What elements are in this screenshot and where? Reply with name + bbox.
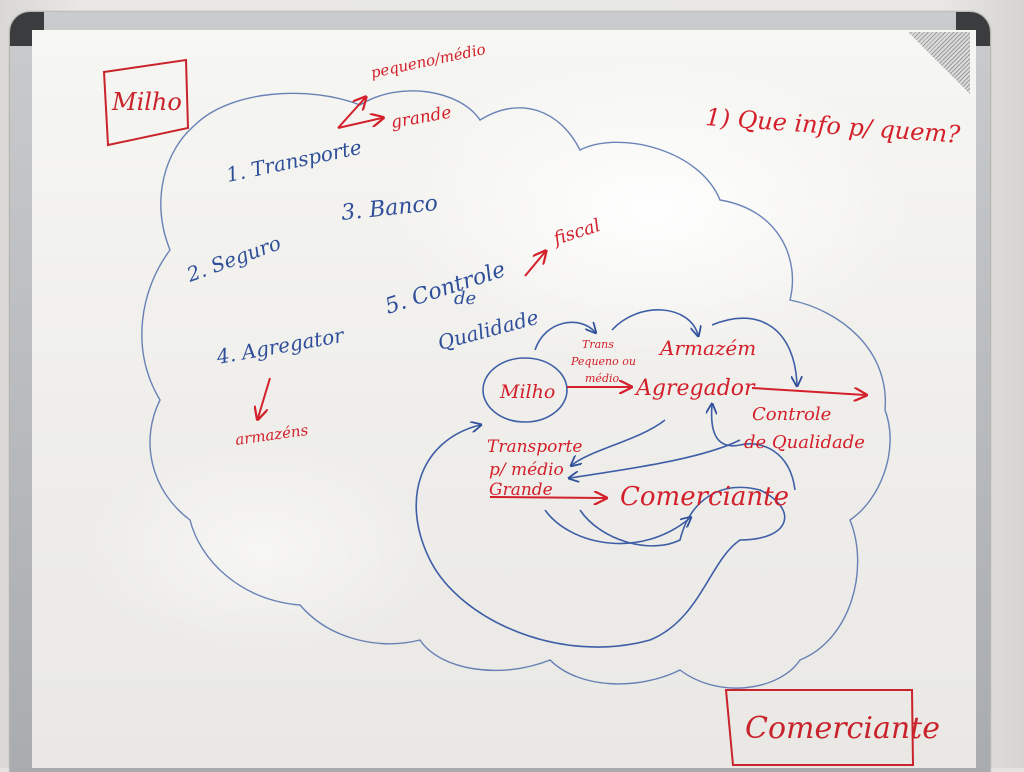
blue-circle-milho <box>482 357 568 423</box>
whiteboard-surface <box>32 30 976 768</box>
blue-arrow-controle-transporte <box>570 439 741 478</box>
red-arrow-agregador-controle <box>751 387 865 395</box>
list-item-controle-2: de <box>454 288 476 309</box>
flow-transporte-label-2: p/ médio <box>489 460 564 480</box>
red-arrow-transporte-right <box>337 118 382 129</box>
red-arrow-transporte-up <box>337 98 365 129</box>
flow-trans-small-1: Trans <box>582 338 614 351</box>
question-text: 1) Que info p/ quem? <box>705 103 962 149</box>
flow-armazem-label: Armazém <box>658 336 756 360</box>
list-item-seguro: 2. Seguro <box>183 231 284 288</box>
blue-arrow-agregador-transporte <box>572 419 666 465</box>
flow-transporte-label-3: Grande <box>489 480 553 500</box>
red-arrow-fiscal <box>524 252 545 277</box>
flow-milho-label: Milho <box>499 381 555 403</box>
list-item-controle-1: 5. Controle <box>382 257 509 319</box>
blue-arrow-comerciante-agregador <box>712 405 796 491</box>
flow-transporte-label-1: Transporte <box>487 437 582 457</box>
blue-arrow-armazem-controle <box>711 317 797 385</box>
red-arrow-armazens <box>258 377 271 418</box>
milho-box <box>102 58 190 147</box>
blue-flow-loop <box>415 425 786 648</box>
flow-agregador-label: Agregador <box>634 376 756 401</box>
flow-trans-small-3: médio <box>585 372 620 385</box>
blue-arrow-milho-trans <box>534 321 595 351</box>
milho-box-label: Milho <box>111 88 182 116</box>
flow-controle-label-2: de Qualidade <box>744 432 865 453</box>
list-item-agregator: 4. Agregator <box>214 323 347 369</box>
list-item-controle-3: Qualidade <box>435 305 541 355</box>
transporte-large-note: grande <box>389 103 453 133</box>
armazens-note: armazéns <box>234 421 310 449</box>
comerciante-box-label: Comerciante <box>745 711 940 746</box>
list-item-transporte: 1. Transporte <box>224 135 364 187</box>
blue-arrow-trans-armazem <box>611 309 698 335</box>
list-item-banco: 3. Banco <box>340 191 439 226</box>
red-arrow-grande-comerciante <box>489 497 605 498</box>
blue-cloud-outline <box>141 90 891 689</box>
flow-controle-label-1: Controle <box>752 404 831 425</box>
flow-comerciante-label: Comerciante <box>620 482 789 512</box>
flow-trans-small-2: Pequeno ou <box>570 355 636 368</box>
comerciante-box <box>724 689 915 766</box>
transporte-small-note: pequeno/médio <box>369 40 487 82</box>
blue-arrow-comerciante <box>544 509 690 545</box>
fiscal-note: fiscal <box>549 215 603 250</box>
